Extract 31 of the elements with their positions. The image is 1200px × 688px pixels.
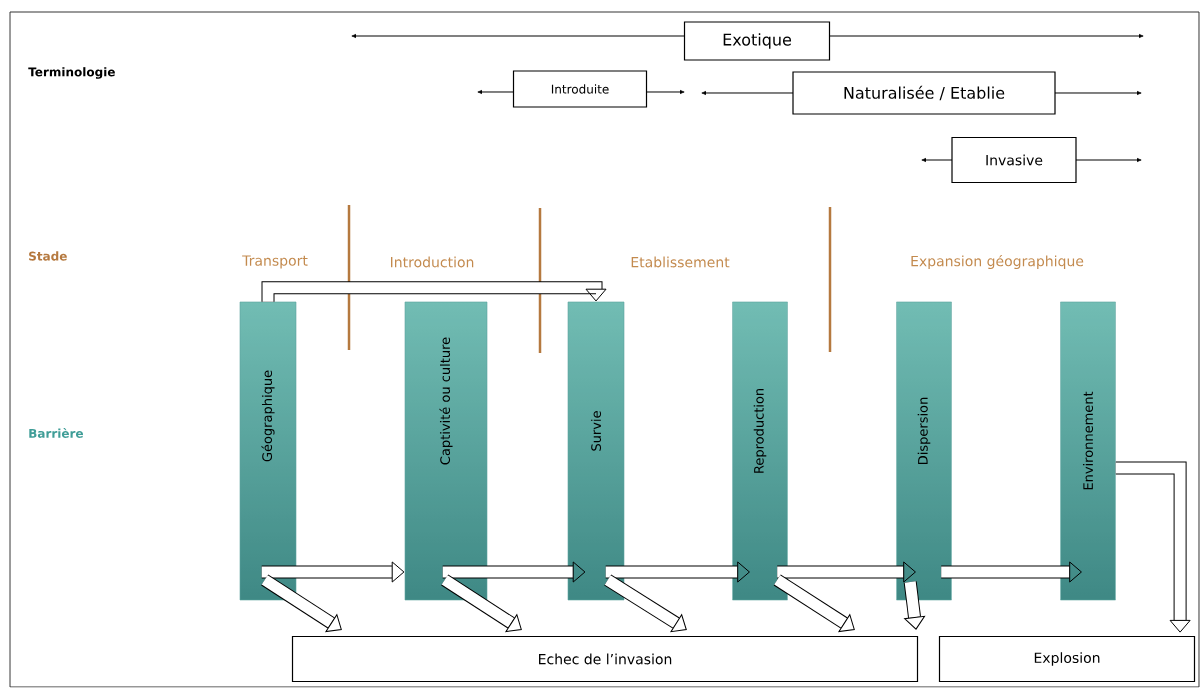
block-arrow [261,561,405,583]
term-box: Naturalisée / Etablie [792,71,1056,115]
row-heading: Terminologie [28,67,115,79]
block-arrow [604,574,687,633]
block-arrow [1115,461,1191,633]
outcome-box: Explosion [938,635,1196,683]
row-heading: Barrière [29,428,83,438]
block-arrow [441,574,522,632]
term-box: Exotique [683,21,831,61]
barrier-bar: Environnement [1060,301,1116,601]
block-arrow [773,574,855,633]
stage-label: Transport [242,255,308,269]
stage-label: Introduction [391,256,474,268]
block-arrow [605,561,750,583]
block-arrow [903,581,925,630]
barrier-bar: Captivité ou culture [404,301,488,601]
block-arrow [261,281,607,302]
stage-label: Expansion géographique [911,254,1084,270]
barrier-bar: Dispersion [896,301,952,601]
row-heading: Stade [29,251,67,261]
barrier-bar: Reproduction [732,301,788,601]
stage-label: Etablissement [631,256,730,268]
term-box: Introduite [512,70,648,108]
block-arrow [442,561,586,583]
outcome-box: Echec de l’invasion [291,635,919,683]
term-box: Invasive [951,136,1077,184]
block-arrow [261,574,342,632]
barrier-bar: Géographique [239,301,297,601]
barrier-bar: Survie [567,301,625,601]
block-arrow [941,561,1082,583]
block-arrow [777,561,916,583]
